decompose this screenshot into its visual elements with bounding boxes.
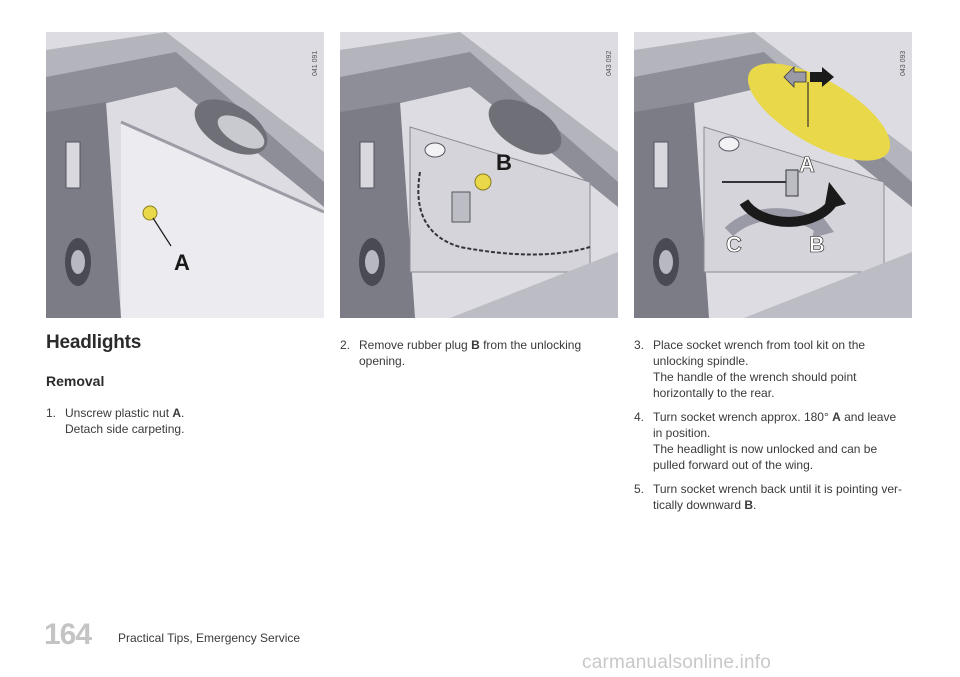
figure-1-code: 041 091: [312, 50, 319, 76]
step-line: opening.: [359, 354, 406, 368]
step-number: 5.: [634, 482, 645, 496]
figure-2-illustration: B: [340, 32, 618, 318]
step-line: Turn socket wrench approx. 180° A and le…: [653, 410, 897, 424]
figure-3-callout-c: C: [726, 232, 742, 257]
figure-3-socket-wrench: A B C 043 093: [634, 32, 912, 318]
step-line: unlocking spindle.: [653, 354, 749, 368]
column-1-steps: 1. Unscrew plastic nut A. Detach side ca…: [46, 405, 316, 445]
step-line: in position.: [653, 426, 711, 440]
step-number: 4.: [634, 410, 645, 424]
step-1: 1. Unscrew plastic nut A. Detach side ca…: [46, 405, 316, 437]
page-number: 164: [44, 618, 92, 651]
section-title: Headlights: [46, 332, 142, 353]
step-3: 3. Place socket wrench from tool kit on …: [634, 337, 934, 401]
step-line: Turn socket wrench back until it is poin…: [653, 482, 902, 496]
figure-1-illustration: A: [46, 32, 324, 318]
column-2-steps: 2. Remove rubber plug B from the unlocki…: [340, 337, 620, 377]
step-line: horizontally to the rear.: [653, 386, 775, 400]
step-line: The headlight is now unlocked and can be: [653, 442, 878, 456]
watermark: carmanualsonline.info: [582, 652, 772, 673]
figure-2-callout-b: B: [496, 150, 512, 175]
step-2: 2. Remove rubber plug B from the unlocki…: [340, 337, 620, 369]
figure-3-code: 043 093: [900, 50, 907, 76]
figure-3-illustration: A B C: [634, 32, 912, 318]
column-3-steps: 3. Place socket wrench from tool kit on …: [634, 337, 934, 521]
step-line: The handle of the wrench should point: [653, 370, 857, 384]
step-line: Unscrew plastic nut A.: [65, 406, 185, 420]
step-line: Remove rubber plug B from the unlocking: [359, 338, 582, 352]
figure-3-callout-b: B: [809, 232, 825, 257]
figure-1-carpet-nut: A 041 091: [46, 32, 324, 318]
step-4: 4. Turn socket wrench approx. 180° A and…: [634, 409, 934, 473]
step-line: tically downward B.: [653, 498, 757, 512]
step-line: Detach side carpeting.: [65, 422, 185, 436]
figure-2-code: 043 092: [606, 50, 613, 76]
step-line: Place socket wrench from tool kit on the: [653, 338, 866, 352]
footer-section: Practical Tips, Emergency Service: [118, 631, 301, 645]
step-5: 5. Turn socket wrench back until it is p…: [634, 481, 934, 513]
section-subtitle: Removal: [46, 373, 105, 389]
step-number: 2.: [340, 338, 351, 352]
step-number: 1.: [46, 406, 57, 420]
step-line: pulled forward out of the wing.: [653, 458, 814, 472]
figure-3-callout-a: A: [799, 152, 815, 177]
figure-2-rubber-plug: B 043 092: [340, 32, 618, 318]
figure-1-callout-a: A: [174, 250, 190, 275]
step-number: 3.: [634, 338, 645, 352]
